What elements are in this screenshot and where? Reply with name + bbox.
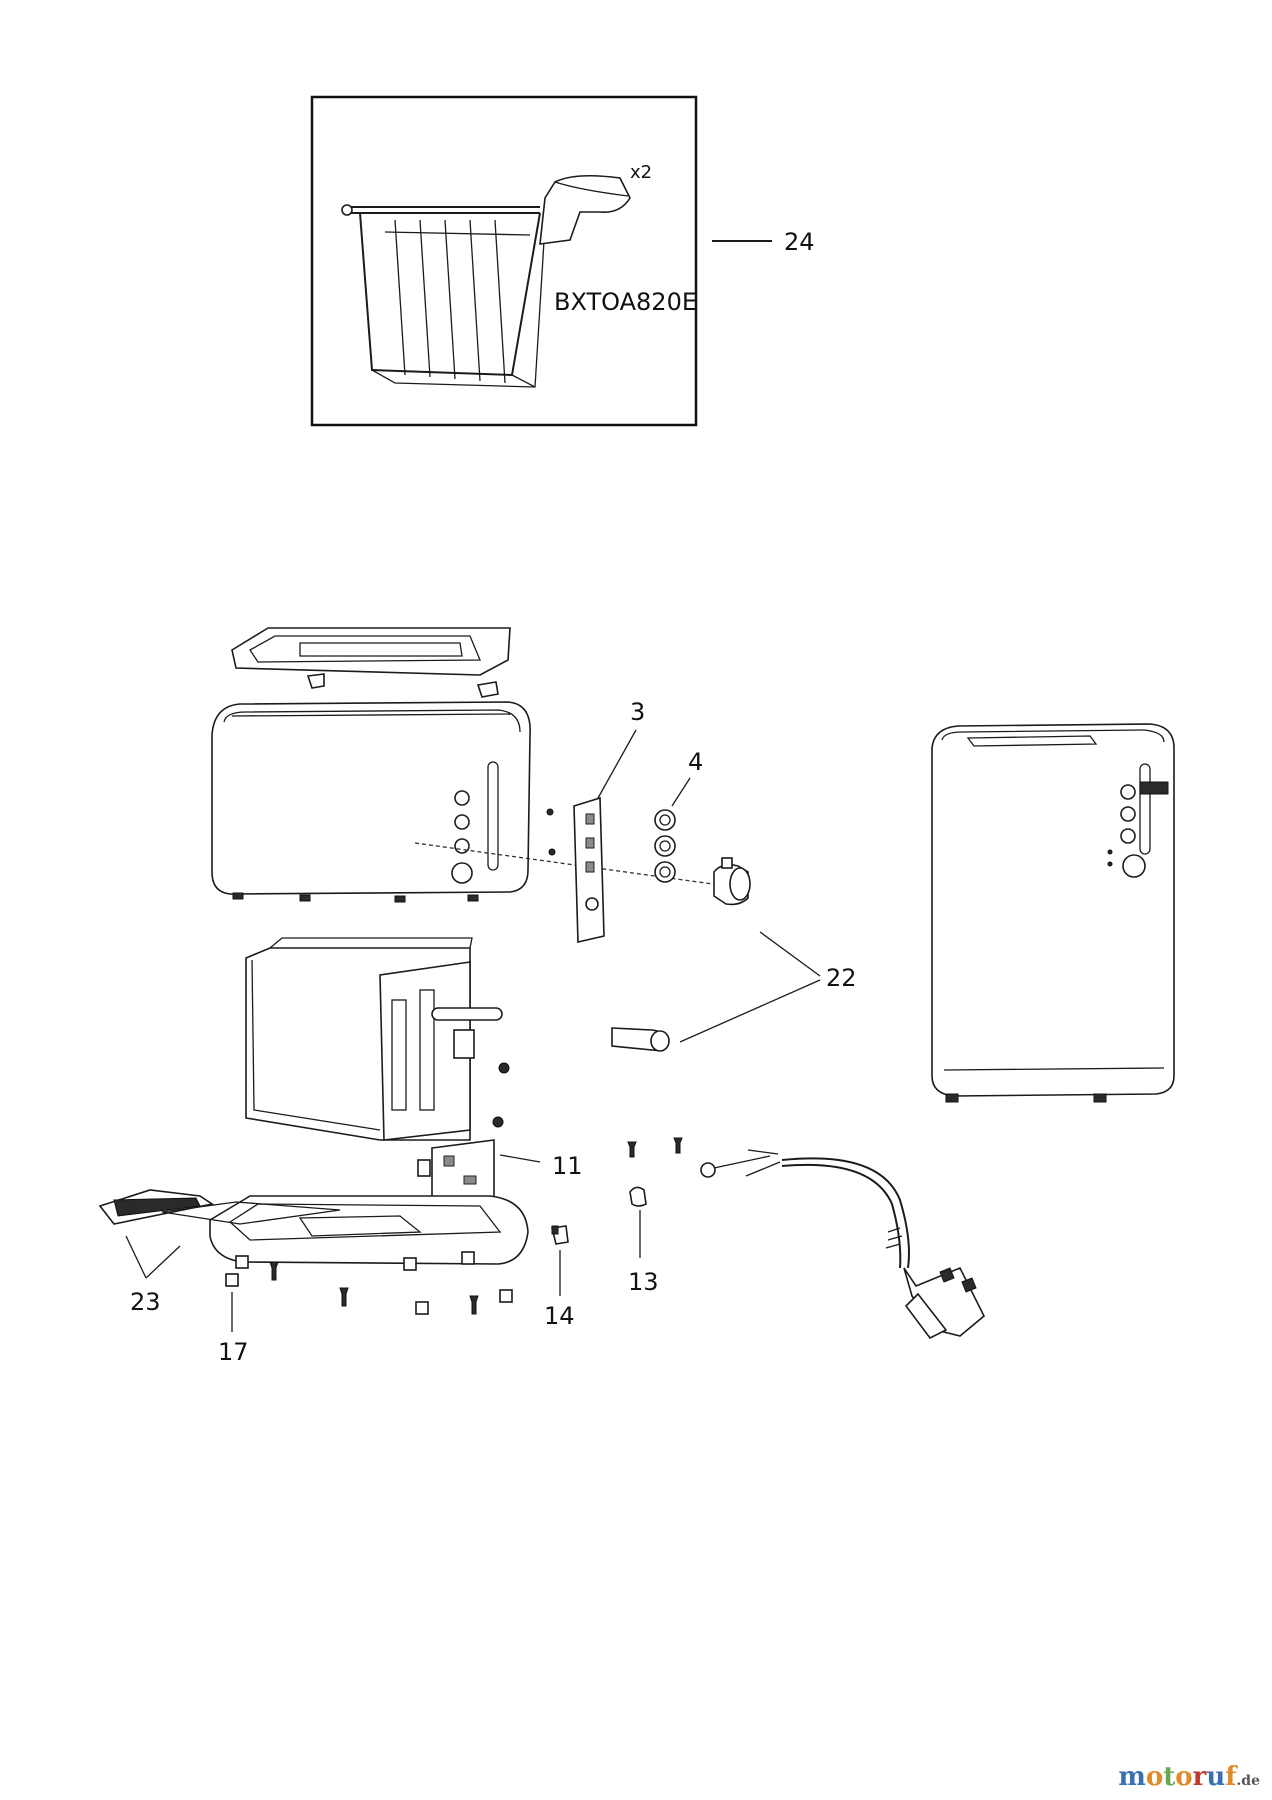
lever-knob-part xyxy=(611,1027,670,1052)
watermark-logo: motoruf.de xyxy=(1118,1762,1260,1792)
power-cord-part xyxy=(700,1149,985,1340)
callout-line-23a xyxy=(125,1235,147,1279)
callout-11: 11 xyxy=(552,1152,583,1180)
cord-clamp-part xyxy=(627,1137,683,1207)
watermark-letter: o xyxy=(1145,1762,1164,1792)
knob-part xyxy=(713,857,751,906)
callout-13: 13 xyxy=(628,1268,659,1296)
watermark-letter: r xyxy=(1192,1762,1207,1792)
button-set-part xyxy=(654,809,676,883)
heating-chassis-part xyxy=(245,937,510,1141)
callout-line-11 xyxy=(499,1154,541,1163)
watermark-letter: f xyxy=(1225,1762,1237,1792)
callout-line-4 xyxy=(671,777,691,807)
callout-line-3 xyxy=(597,729,637,799)
callout-24: 24 xyxy=(784,228,815,256)
callout-22: 22 xyxy=(826,964,857,992)
callout-17: 17 xyxy=(218,1338,249,1366)
watermark-letter: t xyxy=(1163,1762,1176,1792)
crumb-tray-part xyxy=(98,1189,341,1225)
base-part xyxy=(209,1195,529,1271)
control-board-part xyxy=(546,796,605,943)
watermark-letter: o xyxy=(1175,1762,1193,1792)
feet-screws-part xyxy=(225,1261,513,1315)
assembled-toaster-illustration xyxy=(931,723,1175,1103)
sandwich-cage-illustration xyxy=(341,174,631,388)
callout-4: 4 xyxy=(688,748,703,776)
callout-line-23b xyxy=(145,1245,181,1279)
watermark-suffix: .de xyxy=(1236,1773,1260,1789)
callout-3: 3 xyxy=(630,698,645,726)
callout-line-22a xyxy=(759,931,821,977)
watermark-letter: m xyxy=(1118,1762,1146,1792)
inset-model-label: BXTOA820E xyxy=(554,288,697,316)
inset-box: x2 BXTOA820E xyxy=(310,95,698,427)
assembly-guide-line xyxy=(414,842,721,886)
toaster-housing-part xyxy=(211,701,531,903)
watermark-letter: u xyxy=(1206,1762,1226,1792)
callout-23: 23 xyxy=(130,1288,161,1316)
callout-line-22b xyxy=(679,979,821,1043)
inset-qty-label: x2 xyxy=(630,162,652,183)
callout-14: 14 xyxy=(544,1302,575,1330)
clip-part xyxy=(551,1225,569,1245)
top-cover-part xyxy=(231,627,511,698)
